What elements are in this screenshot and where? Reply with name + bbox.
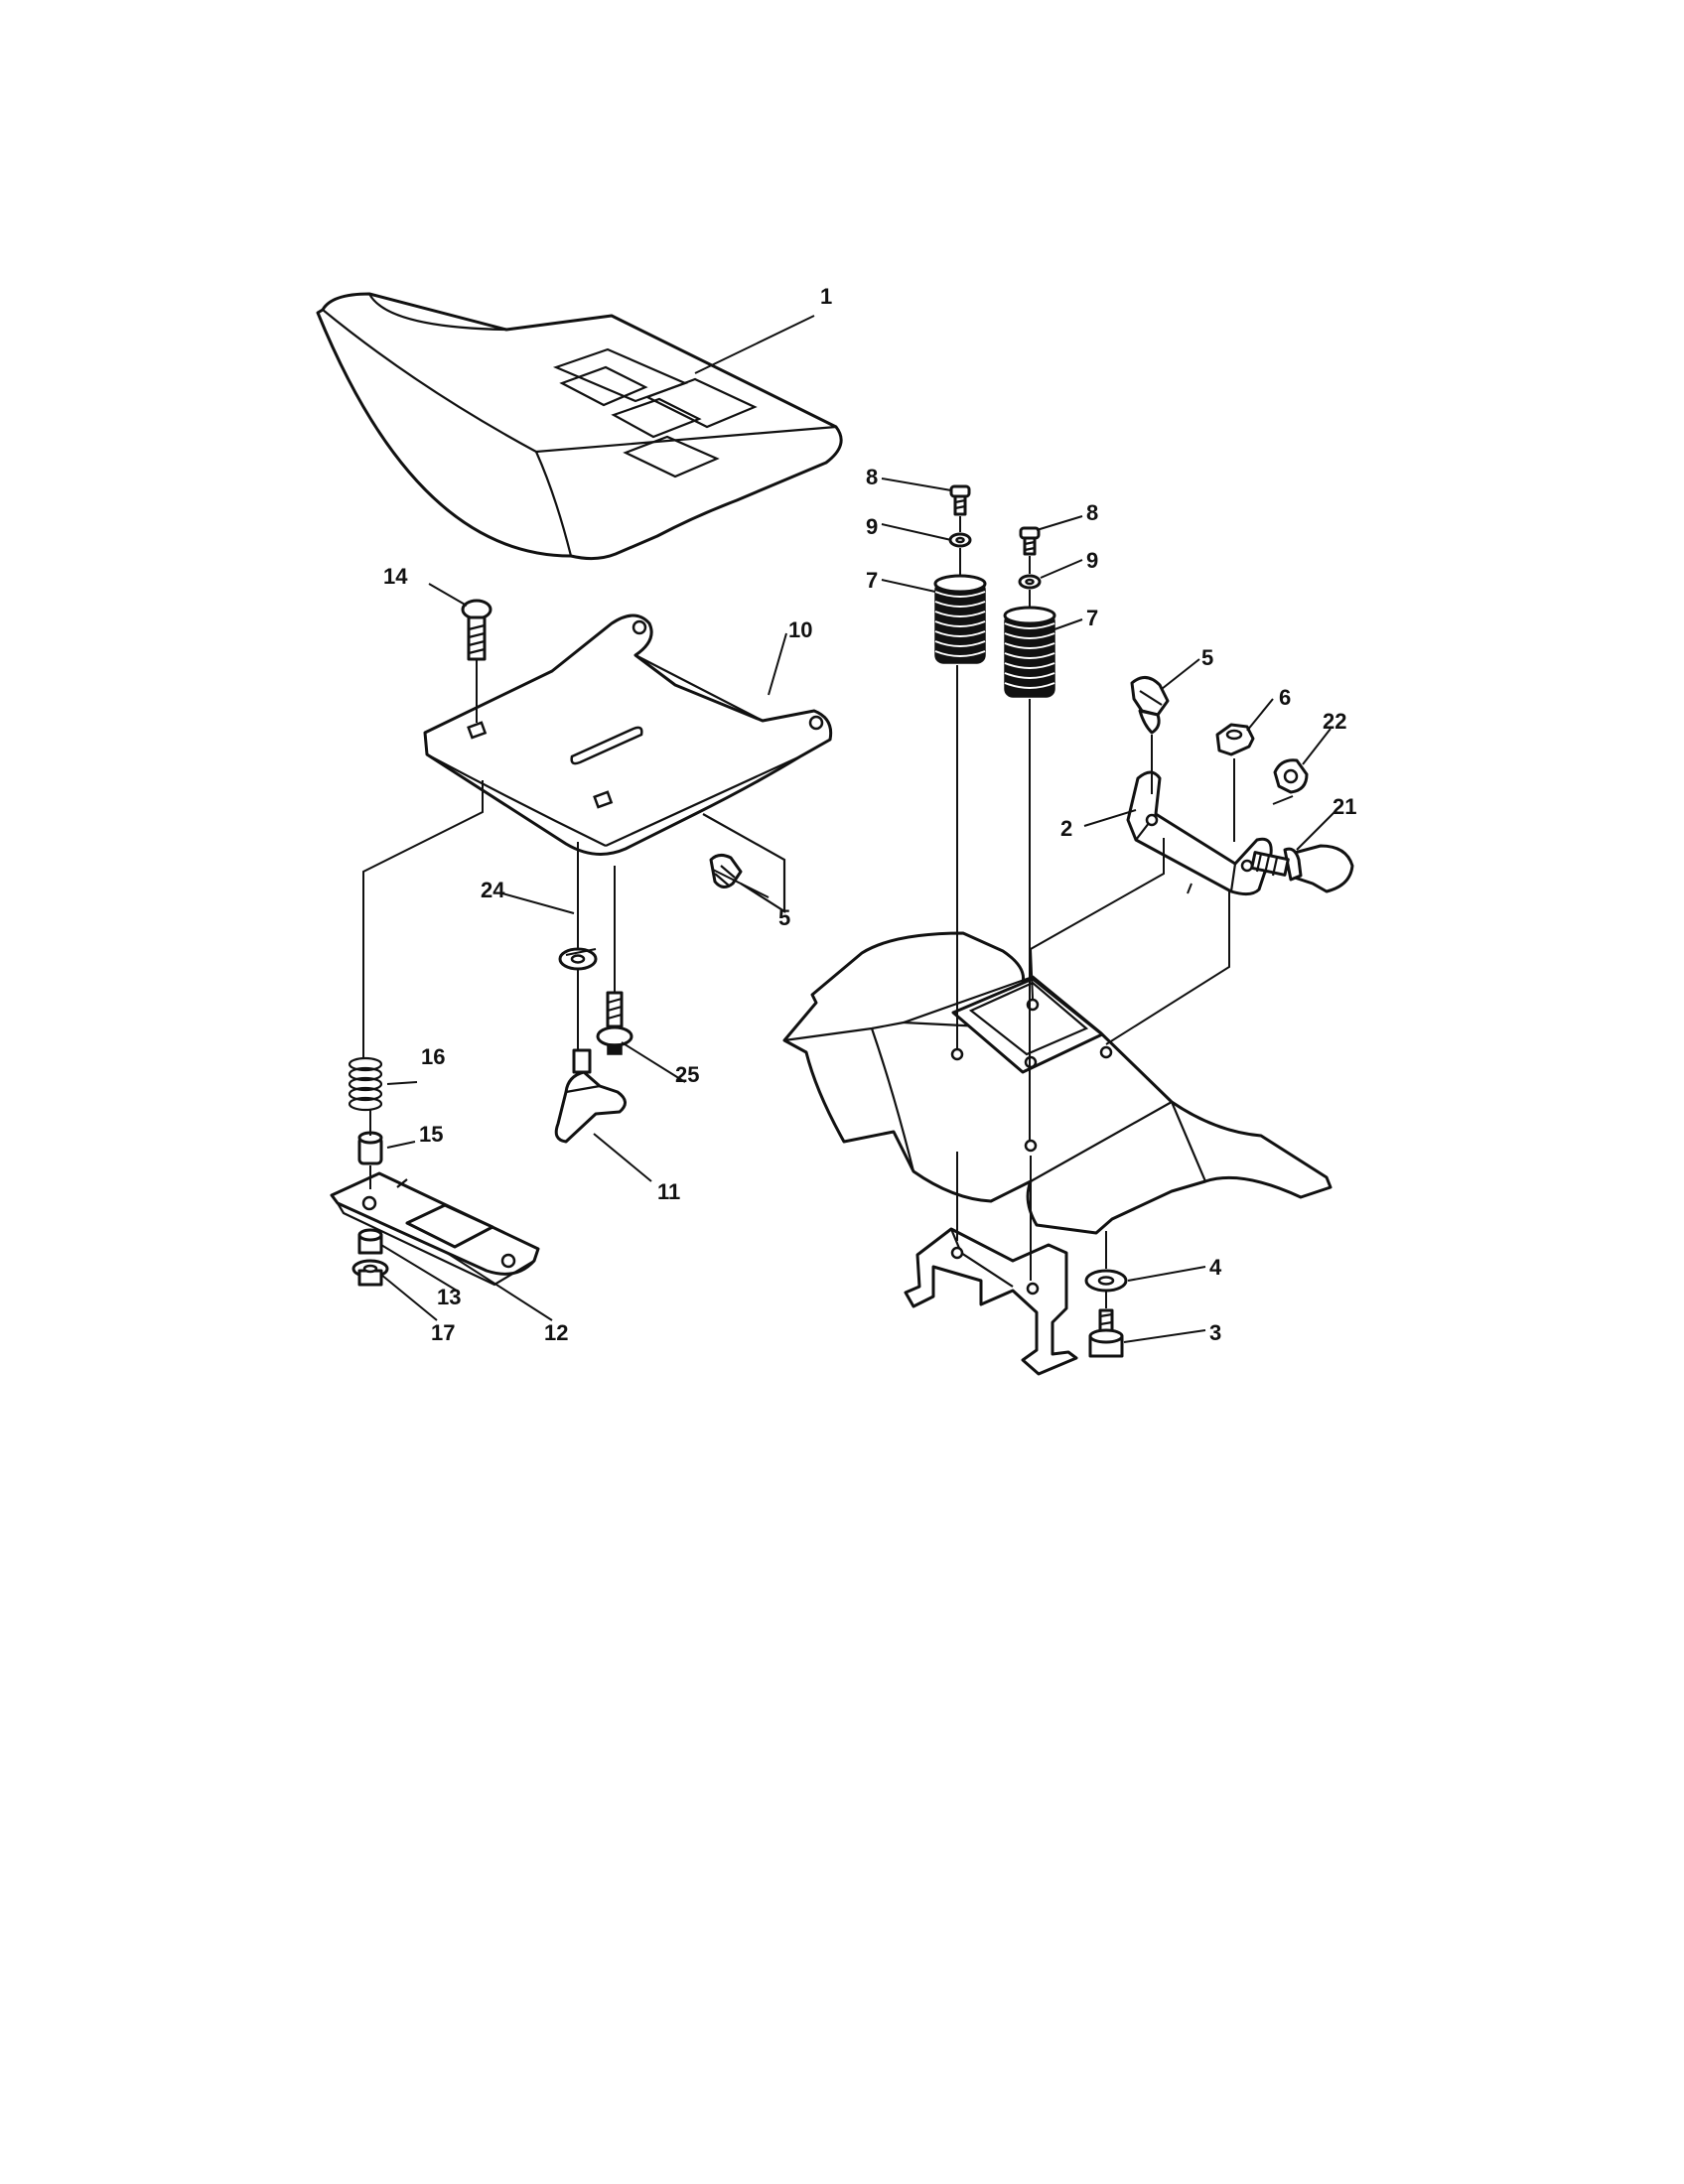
callout-17: 17 [431,1320,455,1345]
callout-2: 2 [1060,816,1072,841]
angle-bracket-2 [1126,770,1273,896]
callout-13: 13 [437,1285,461,1309]
callout-25: 25 [675,1062,699,1087]
fender [782,931,1333,1235]
hex-bolt-3 [1088,1308,1124,1358]
callout-4: 4 [1209,1255,1222,1280]
spring-7-right [1003,606,1056,698]
shoulder-bolt-21 [1250,844,1354,893]
callout-8-right: 8 [1086,500,1098,525]
bolt-8-right [1019,526,1041,556]
callout-16: 16 [421,1044,445,1069]
callout-5-right: 5 [1201,645,1213,670]
callout-6: 6 [1279,685,1291,710]
mount-bracket [904,1227,1078,1376]
washer-9-left [948,532,972,548]
flat-washer-4 [1084,1269,1128,1293]
spring-16 [348,1056,383,1112]
seat-pan [423,614,833,856]
nut-22 [1273,758,1309,794]
clip-left [702,813,786,914]
lock-nut-17 [351,1259,389,1287]
bracket-plate-12 [330,1171,540,1287]
callout-9-left: 9 [866,514,878,539]
clip-right [1130,676,1170,735]
callout-1: 1 [820,284,832,309]
bolt-8-left [949,484,971,516]
seat [316,292,843,561]
callout-7-right: 7 [1086,606,1098,630]
washer-9-right [1018,574,1042,590]
callout-21: 21 [1333,794,1356,819]
spacer-15 [357,1131,383,1165]
callout-12: 12 [544,1320,568,1345]
carriage-bolt [461,599,492,661]
callout-10: 10 [788,617,812,642]
callout-5-left: 5 [778,905,790,930]
callout-11: 11 [657,1179,680,1204]
callout-8-left: 8 [866,465,878,489]
callout-9-right: 9 [1086,548,1098,573]
callout-24: 24 [481,878,505,902]
callout-7-left: 7 [866,568,878,593]
callout-22: 22 [1323,709,1346,734]
callout-3: 3 [1209,1320,1221,1345]
callout-15: 15 [419,1122,443,1147]
spring-7-left [933,574,987,664]
shoulder-bolt-25 [596,991,633,1055]
callout-14: 14 [383,564,408,589]
nut-13 [357,1228,383,1255]
knob-11 [554,1048,627,1144]
hex-nut-6 [1215,723,1255,756]
